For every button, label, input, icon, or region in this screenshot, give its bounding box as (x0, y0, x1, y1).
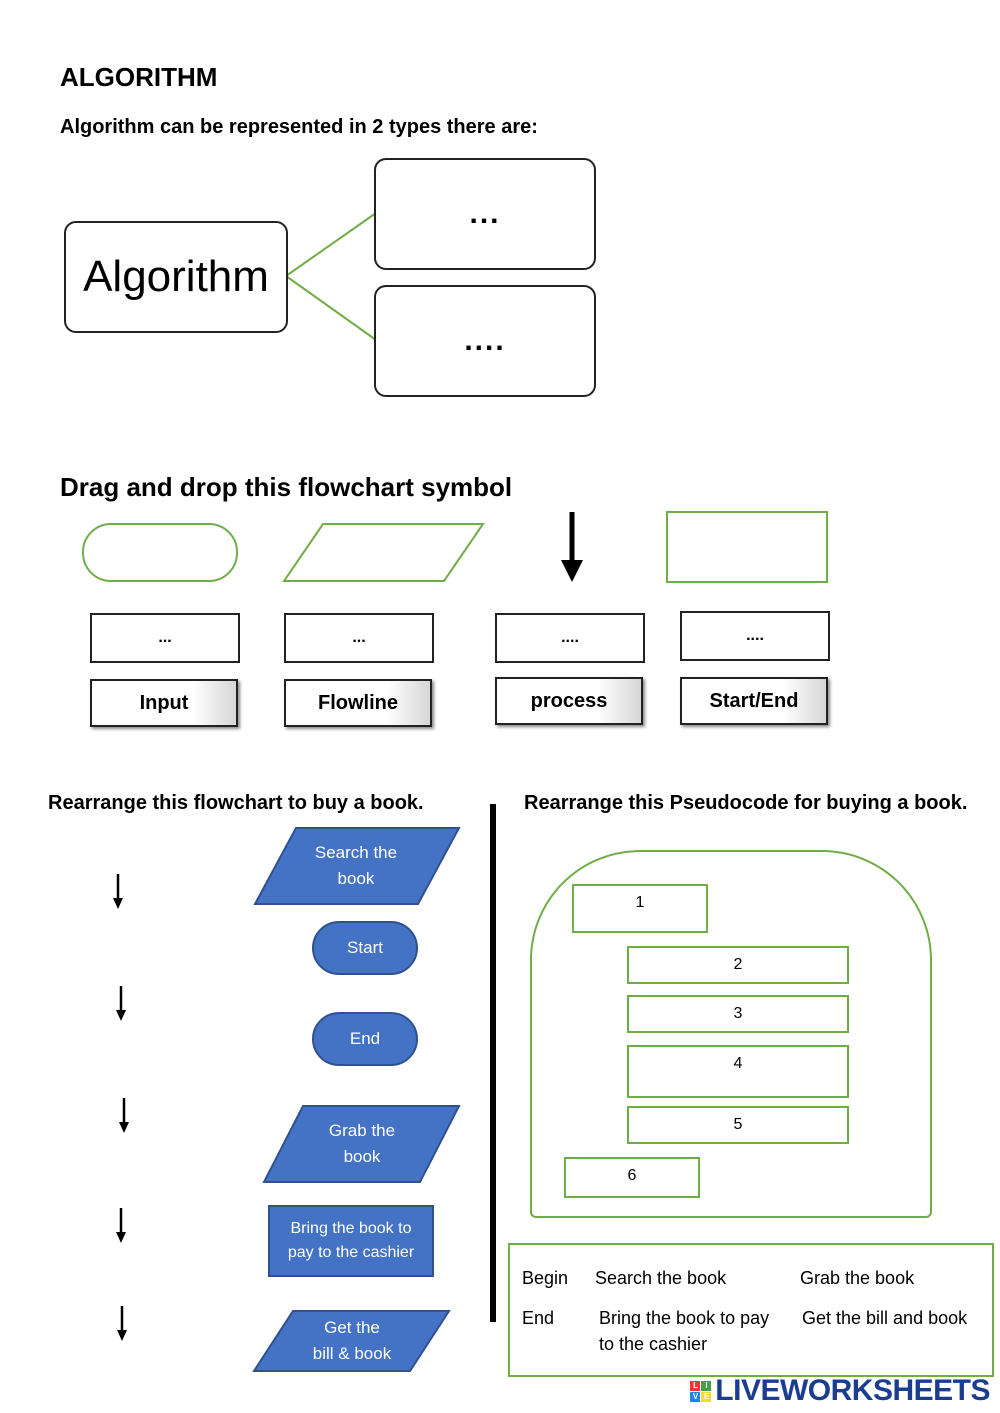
flow-arrow-2 (116, 986, 126, 1021)
symbol-answer-slot-1[interactable]: ... (90, 613, 240, 663)
symbol-answer-slot-4[interactable]: .... (680, 611, 830, 661)
pseudocode-slot-3[interactable]: 3 (627, 995, 849, 1033)
bill-book-shape[interactable]: Get the bill & book (312, 1318, 392, 1363)
search-book-parallelogram (253, 827, 461, 905)
pseudocode-slot-2[interactable]: 2 (627, 946, 849, 984)
grab-book-parallelogram (262, 1105, 461, 1183)
flow-arrow-1 (113, 874, 123, 909)
word-end[interactable]: End (522, 1308, 555, 1328)
page-title: ALGORITHM (60, 62, 218, 92)
brand-name: LIVEWORKSHEETS (715, 1374, 990, 1407)
parallelogram-symbol (282, 523, 485, 582)
word-bank: Begin Search the book Grab the book End … (508, 1243, 994, 1377)
flow-arrow-5 (117, 1306, 127, 1341)
option-process[interactable]: process (495, 677, 643, 725)
option-start-end[interactable]: Start/End (680, 677, 828, 725)
terminator-symbol (82, 523, 238, 582)
bring-book-shape[interactable]: Bring the book to pay to the cashier (268, 1205, 434, 1277)
symbol-answer-slot-2[interactable]: ... (284, 613, 434, 663)
flowchart-heading: Rearrange this flowchart to buy a book. (48, 792, 424, 814)
page-subtitle: Algorithm can be represented in 2 types … (60, 116, 538, 138)
pseudocode-slot-6[interactable]: 6 (564, 1157, 700, 1198)
rectangle-symbol (666, 511, 828, 583)
flowchart-symbols (82, 511, 828, 583)
grab-book-shape[interactable]: Grab the book (328, 1121, 396, 1166)
flow-arrow-4 (116, 1208, 126, 1243)
option-flowline[interactable]: Flowline (284, 679, 432, 727)
liveworksheets-logo: L I V E LIVEWORKSHEETS (690, 1374, 990, 1408)
flow-arrow-3 (119, 1098, 129, 1133)
arrow-symbol (561, 512, 583, 582)
pseudocode-frame (530, 850, 932, 1218)
column-divider (490, 804, 496, 1322)
liveworksheets-logo-icon: L I V E (690, 1380, 712, 1402)
algorithm-type-drop-box-2[interactable]: .... (374, 285, 596, 397)
search-book-shape[interactable]: Search the book (314, 843, 398, 888)
pseudocode-slot-4[interactable]: 4 (627, 1045, 849, 1098)
word-begin[interactable]: Begin (522, 1268, 569, 1288)
option-input[interactable]: Input (90, 679, 238, 727)
start-shape[interactable]: Start (312, 921, 418, 975)
algorithm-type-drop-box-1[interactable]: ... (374, 158, 596, 270)
symbols-heading: Drag and drop this flowchart symbol (60, 472, 513, 502)
flowchart-graphics (113, 827, 461, 1372)
end-shape[interactable]: End (312, 1012, 418, 1066)
algorithm-root-box: Algorithm (64, 221, 288, 333)
word-bill-book[interactable]: Get the bill and book (802, 1308, 968, 1328)
pseudocode-heading: Rearrange this Pseudocode for buying a b… (524, 792, 968, 814)
word-grab-book[interactable]: Grab the book (800, 1268, 915, 1288)
pseudocode-slot-5[interactable]: 5 (627, 1106, 849, 1144)
word-bring-book[interactable]: Bring the book to pay to the cashier (599, 1308, 770, 1354)
bill-book-parallelogram (252, 1310, 451, 1372)
word-search-book[interactable]: Search the book (595, 1268, 727, 1288)
tree-connectors (285, 212, 377, 341)
symbol-answer-slot-3[interactable]: .... (495, 613, 645, 663)
pseudocode-slot-1[interactable]: 1 (572, 884, 708, 933)
